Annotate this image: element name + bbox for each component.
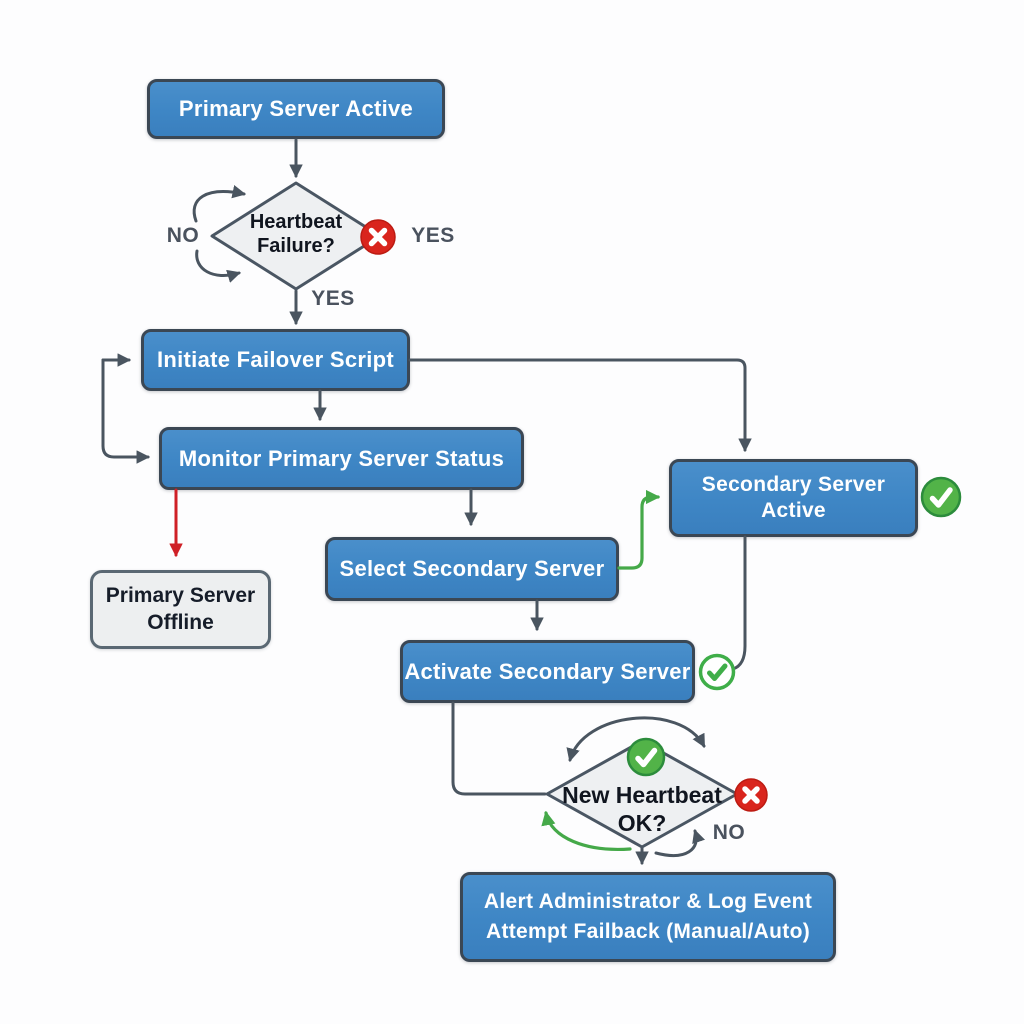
check-circle-icon [626,737,666,777]
node-label-line1: Primary Server [105,584,256,608]
check-circle-outline-icon [698,653,736,691]
node-label: Select Secondary Server [339,556,605,582]
edge-label-no-failback: NO [712,821,746,844]
decision-label-heartbeat-failure: Heartbeat Failure? [211,210,381,258]
decision-label-line2: Failure? [257,235,335,257]
node-alert-administrator: Alert Administrator & Log Event Attempt … [460,872,836,962]
check-circle-icon [920,476,962,518]
node-primary-server-offline: Primary Server Offline [90,570,271,649]
node-initiate-failover-script: Initiate Failover Script [141,329,410,391]
node-activate-secondary-server: Activate Secondary Server [400,640,695,703]
node-label: Activate Secondary Server [404,658,691,684]
x-circle-icon [734,778,768,812]
edge-newheartbeat-retry-arc [566,716,706,762]
edge-label-no: NO [166,224,200,247]
edge-label-yes-right: YES [411,224,455,247]
node-label-line2: Offline [147,610,214,634]
decision-label-line1: Heartbeat [249,211,343,233]
edge-label-yes-down: YES [311,287,355,310]
edge-secondary-to-activate-check [731,535,747,671]
edges [101,138,752,866]
edge-select-to-secondary [617,489,661,570]
edge-activate-to-newheartbeat [451,701,547,796]
node-label-line2: Attempt Failback (Manual/Auto) [485,920,810,943]
node-secondary-server-active: Secondary Server Active [669,459,918,537]
node-select-secondary-server: Select Secondary Server [325,537,619,601]
decision-shapes [210,181,739,849]
node-label-line2: Active [761,499,826,522]
node-label: Monitor Primary Server Status [178,445,505,471]
decision-label-line1: New Heartbeat [562,782,722,808]
node-label-line1: Alert Administrator & Log Event [483,889,813,913]
node-label: Initiate Failover Script [156,347,395,373]
node-primary-server-active: Primary Server Active [147,79,445,139]
node-label-line1: Secondary Server [701,472,886,496]
node-label: Primary Server Active [178,96,414,122]
node-monitor-primary-server-status: Monitor Primary Server Status [159,427,524,490]
